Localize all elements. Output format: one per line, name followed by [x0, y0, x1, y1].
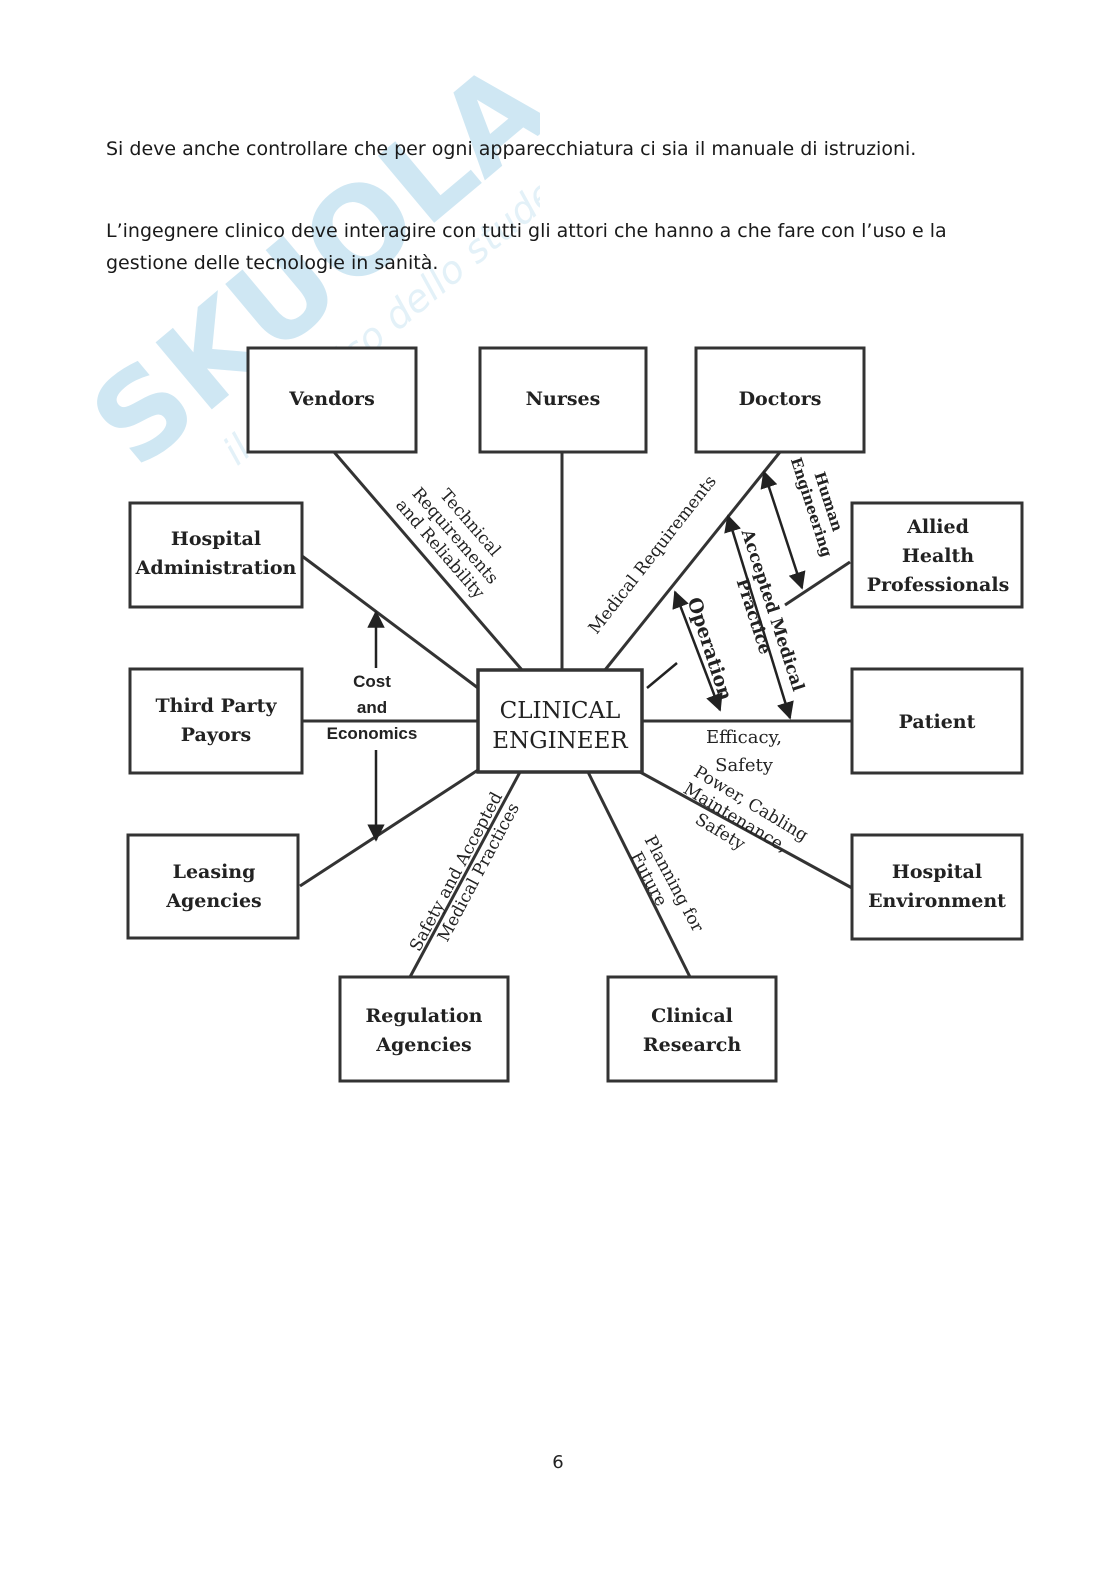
arrow-lines: [367, 470, 806, 842]
label-allied-1: Allied: [906, 516, 969, 538]
connector-lines: [299, 451, 853, 978]
box-doctors: [694, 346, 866, 454]
cost-label-3: Economics: [327, 724, 418, 743]
safety-practices-group: Safety and Accepted Medical Practices: [406, 789, 524, 955]
box-vendors: [246, 346, 418, 454]
efficacy-group: Efficacy, Safety: [706, 727, 782, 776]
technical-label-group: Technical Requirements and Reliability: [391, 484, 504, 603]
label-leasing-2: Agencies: [165, 890, 262, 912]
label-leasing-1: Leasing: [173, 861, 256, 883]
arrow-human-engineering: [760, 470, 806, 590]
box-labels: Vendors Nurses Doctors Hospital Administ…: [135, 388, 1010, 1056]
label-research-2: Research: [643, 1034, 742, 1056]
edge-hospital-admin: [301, 554, 479, 690]
edge-doctors: [603, 451, 782, 671]
operation-label: Operation: [683, 595, 737, 703]
label-third-party-1: Third Party: [156, 695, 278, 717]
efficacy-label-2: Safety: [715, 755, 774, 776]
box-third-party: [128, 667, 304, 775]
page-number: 6: [552, 1452, 564, 1473]
box-nurses: [478, 346, 648, 454]
label-clinical-engineer-1: CLINICAL: [500, 698, 621, 724]
label-patient: Patient: [899, 711, 976, 733]
edge-allied: [784, 560, 851, 607]
box-hospital-env: [850, 833, 1024, 941]
efficacy-label-1: Efficacy,: [706, 727, 782, 748]
operation-group: Operation: [683, 595, 737, 703]
accepted-medical-group: Accepted Medical Practice: [732, 526, 808, 694]
label-hospital-admin-2: Administration: [135, 557, 297, 579]
edge-clinical-research: [586, 771, 692, 978]
power-group: Power, Cabling Maintenance, Safety: [680, 762, 812, 857]
paragraph-clinical-engineer: L’ingegnere clinico deve interagire con …: [106, 220, 947, 274]
box-leasing: [126, 833, 300, 940]
label-research-1: Clinical: [651, 1005, 733, 1027]
cost-group: Cost and Economics: [327, 672, 418, 743]
box-patient: [850, 667, 1024, 775]
label-nurses: Nurses: [526, 388, 601, 410]
label-third-party-2: Payors: [181, 724, 252, 746]
edge-hospital-env: [639, 770, 853, 890]
label-vendors: Vendors: [288, 388, 375, 410]
label-regulation-1: Regulation: [366, 1005, 483, 1027]
label-hospital-env-2: Environment: [868, 890, 1006, 912]
edge-regulation: [408, 771, 522, 978]
box-hospital-admin: [128, 501, 304, 609]
box-allied-health: [850, 501, 1024, 609]
human-engineering-group: Human Engineering: [787, 455, 847, 559]
label-hospital-env-1: Hospital: [892, 861, 982, 883]
cost-label-2: and: [357, 698, 387, 717]
box-clinical-research: [606, 975, 778, 1083]
entity-boxes: [126, 346, 1024, 1083]
edge-vendors: [332, 451, 524, 671]
paragraph-manual-check: Si deve anche controllare che per ogni a…: [106, 138, 917, 160]
arrow-accepted-practice: [724, 514, 794, 720]
label-hospital-admin-1: Hospital: [171, 528, 261, 550]
label-allied-2: Health: [902, 545, 974, 567]
edge-leasing: [299, 768, 479, 888]
arrow-operation-tail: [646, 662, 678, 689]
box-regulation: [338, 975, 510, 1083]
label-clinical-engineer-2: ENGINEER: [492, 728, 628, 754]
clinical-engineer-diagram: Vendors Nurses Doctors Hospital Administ…: [126, 346, 1024, 1083]
label-regulation-2: Agencies: [375, 1034, 472, 1056]
box-clinical-engineer: [476, 668, 644, 774]
cost-label-1: Cost: [353, 672, 391, 691]
arrow-operation: [672, 590, 723, 712]
label-doctors: Doctors: [739, 388, 822, 410]
label-allied-3: Professionals: [867, 574, 1010, 596]
